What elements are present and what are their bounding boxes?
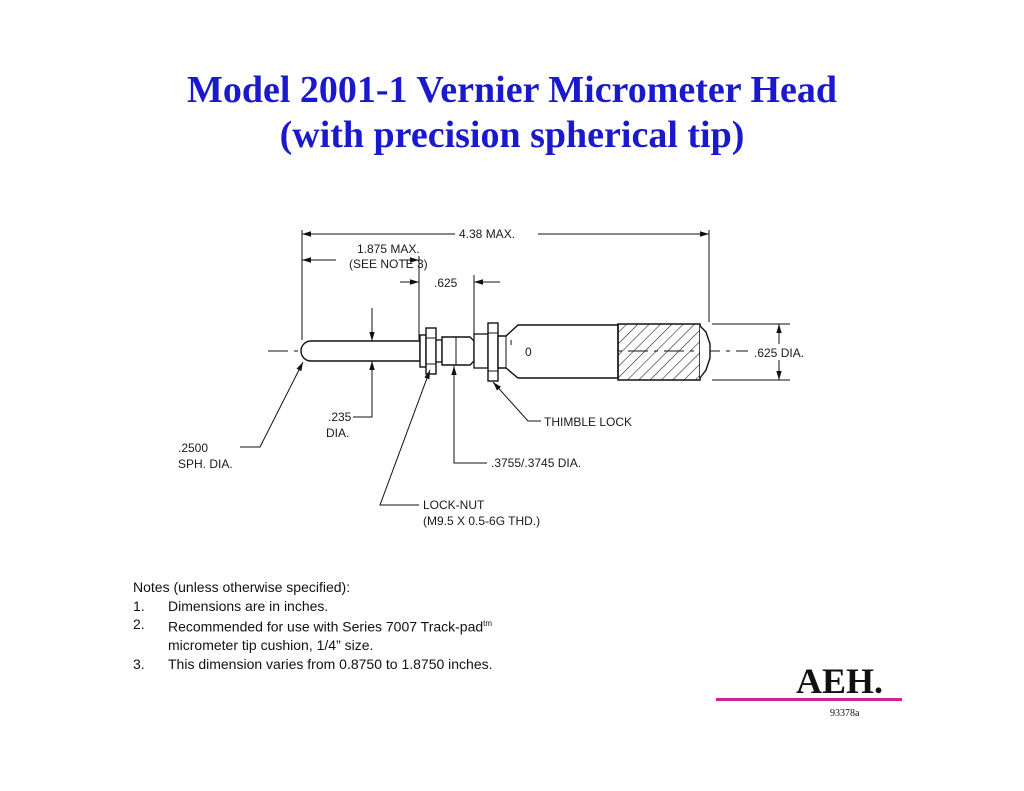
lock-nut xyxy=(419,334,427,368)
leader-thimble-lock xyxy=(492,381,541,422)
thimble-lock-ring-small xyxy=(473,333,489,369)
leader-lock-nut xyxy=(379,369,431,506)
leader-tip xyxy=(240,361,304,448)
thimble-end xyxy=(699,325,711,379)
label-collar: .625 xyxy=(434,276,458,290)
label-tip-1: .2500 xyxy=(178,441,208,455)
label-spindle-dia-1: .235 xyxy=(328,410,352,424)
logo-rule xyxy=(716,698,902,701)
knurled-thimble xyxy=(617,323,701,381)
notes-heading: Notes (unless otherwise specified): xyxy=(133,579,351,595)
note-number: 3. xyxy=(133,655,145,672)
lock-nut-flange xyxy=(425,327,437,375)
barrel-collar xyxy=(441,336,475,366)
notes: Notes (unless otherwise specified): 1. D… xyxy=(133,578,493,673)
label-spindle-dia-2: DIA. xyxy=(326,426,349,440)
note-item: 2. Recommended for use with Series 7007 … xyxy=(133,615,493,655)
note-number: 1. xyxy=(133,597,145,614)
note-number: 2. xyxy=(133,616,145,632)
note-text: This dimension varies from 0.8750 to 1.8… xyxy=(168,655,493,672)
label-overall: 4.38 MAX. xyxy=(459,227,515,241)
lock-nut-ring xyxy=(435,339,443,363)
thimble-lock xyxy=(487,322,499,382)
document-number: 93378a xyxy=(830,708,860,719)
title-line-2: (with precision spherical tip) xyxy=(279,114,745,156)
label-lock-nut-1: LOCK-NUT xyxy=(423,498,485,512)
company-logo: AEH. xyxy=(796,661,884,701)
title-line-1: Model 2001-1 Vernier Micrometer Head xyxy=(186,69,838,111)
note-item: 3. This dimension varies from 0.8750 to … xyxy=(133,655,493,674)
trademark-superscript: tm xyxy=(483,619,493,628)
note-item: 1. Dimensions are in inches. xyxy=(133,597,493,616)
note-text: Dimensions are in inches. xyxy=(168,597,329,614)
label-thimble-dia: .625 DIA. xyxy=(754,346,804,360)
note-text: Recommended for use with Series 7007 Tra… xyxy=(168,618,484,635)
sleeve xyxy=(497,324,619,379)
label-spindle-max-1: 1.875 MAX. xyxy=(357,242,420,256)
label-lock-nut-2: (M9.5 X 0.5-6G THD.) xyxy=(423,514,540,528)
label-tip-2: SPH. DIA. xyxy=(178,457,233,471)
leader-barrel-dia xyxy=(451,366,487,464)
label-barrel-dia: .3755/.3745 DIA. xyxy=(491,456,581,470)
label-spindle-max-2: (SEE NOTE 3) xyxy=(349,257,428,271)
label-thimble-lock: THIMBLE LOCK xyxy=(544,415,632,429)
spindle xyxy=(300,340,421,362)
note-text-continued: micrometer tip cushion, 1/4” size. xyxy=(168,637,374,654)
zero-mark: 0 xyxy=(525,345,532,359)
